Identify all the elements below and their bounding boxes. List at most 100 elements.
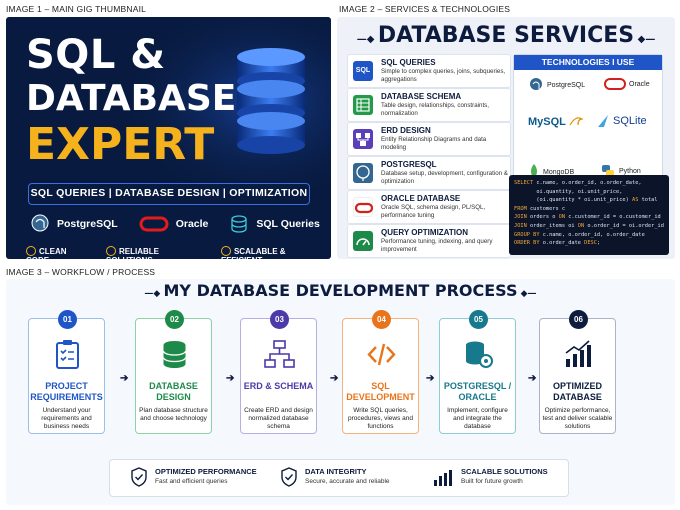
erd-icon <box>353 129 373 149</box>
title-line-1: SQL & <box>26 32 166 78</box>
sql-code-snippet: SELECT c.name, o.order_id, o.order_date,… <box>509 175 669 255</box>
service-postgresql: POSTGRESQL Database setup, development, … <box>347 156 511 190</box>
postgresql-icon <box>31 214 49 232</box>
process-step-2: 02 DATABASE DESIGN Plan database structu… <box>135 310 212 434</box>
hierarchy-icon <box>264 340 295 368</box>
shield-check-icon <box>131 467 147 487</box>
tech-item-postgresql: PostgreSQL <box>528 77 585 93</box>
code-icon <box>367 343 396 366</box>
step-desc: Implement, configure and integrate the d… <box>447 407 508 430</box>
step-title: ERD & SCHEMA <box>243 381 314 391</box>
caption-image1: IMAGE 1 – MAIN GIG THUMBNAIL <box>6 4 147 14</box>
oracle-icon <box>604 78 626 90</box>
service-erd-design: ERD DESIGN Entity Relationship Diagrams … <box>347 122 511 156</box>
services-panel: —◆ DATABASE SERVICES ◆— SQL SQL QUERIES … <box>337 17 675 259</box>
tech-row: PostgreSQL Oracle SQL Queries <box>30 214 320 234</box>
code-line: ORDER BY o.order_date DESC; <box>514 240 601 247</box>
process-panel: —◆ MY DATABASE DEVELOPMENT PROCESS ◆— 01… <box>6 279 675 505</box>
code-line: (oi.quantity * oi.unit_price) AS total <box>514 197 658 204</box>
arrow-icon: ➔ <box>120 373 129 384</box>
caption-image2: IMAGE 2 – SERVICES & TECHNOLOGIES <box>339 4 511 14</box>
arrow-icon: ➔ <box>426 373 435 384</box>
services-title: —◆ DATABASE SERVICES ◆— <box>356 23 656 48</box>
arrow-icon: ➔ <box>330 373 339 384</box>
oracle-logo-icon <box>353 197 374 217</box>
main-thumbnail: SQL & DATABASE EXPERT SQL QUERIES | DATA… <box>6 17 331 259</box>
database-gear-icon <box>466 341 493 368</box>
service-query-optimization: QUERY OPTIMIZATION Performance tuning, i… <box>347 224 511 258</box>
bar-chart-icon <box>434 470 452 486</box>
speedometer-icon <box>353 231 373 251</box>
arrow-icon: ➔ <box>226 373 235 384</box>
step-number: 05 <box>469 310 488 329</box>
tech-postgresql: PostgreSQL <box>57 218 118 230</box>
code-line: JOIN order_items oi ON o.order_id = oi.o… <box>514 222 664 229</box>
table-grid-icon <box>353 95 373 115</box>
process-title: —◆ MY DATABASE DEVELOPMENT PROCESS ◆— <box>144 281 537 300</box>
process-step-5: 05 POSTGRESQL / ORACLE Implement, config… <box>439 310 516 434</box>
step-desc: Write SQL queries, procedures, views and… <box>347 407 414 430</box>
dolphin-icon <box>569 117 583 126</box>
step-desc: Create ERD and design normalized databas… <box>244 407 313 430</box>
step-desc: Plan database structure and choose techn… <box>139 407 208 422</box>
step-number: 06 <box>569 310 588 329</box>
step-number: 04 <box>372 310 391 329</box>
feature-clean-code: CLEAN CODE <box>26 246 90 259</box>
process-step-6: 06 OPTIMIZED DATABASE Optimize performan… <box>539 310 616 434</box>
service-database-schema: DATABASE SCHEMA Table design, relationsh… <box>347 88 511 122</box>
process-step-3: 03 ERD & SCHEMA Create ERD and design no… <box>240 310 317 434</box>
step-desc: Understand your requirements and busines… <box>41 407 92 430</box>
gear-icon <box>220 246 231 256</box>
feature-reliable: RELIABLE SOLUTIONS <box>106 246 205 259</box>
step-number: 01 <box>58 310 77 329</box>
tech-item-sqlite: SQLite <box>596 113 647 129</box>
step-desc: Optimize performance, test and deliver s… <box>542 407 613 430</box>
growth-chart-icon <box>565 340 591 367</box>
code-line: FROM customers c <box>514 205 566 212</box>
code-line: JOIN orders o ON c.customer_id = o.custo… <box>514 214 661 221</box>
database-icon <box>162 341 187 368</box>
tagline: SQL QUERIES | DATABASE DESIGN | OPTIMIZA… <box>28 183 310 205</box>
database-cylinder-icon <box>237 48 305 154</box>
star-icon <box>106 246 116 256</box>
tech-item-mysql: MySQL <box>528 115 583 129</box>
step-title: PROJECT REQUIREMENTS <box>30 381 103 402</box>
code-line: oi.quantity, oi.unit_price, <box>514 188 623 195</box>
step-title: DATABASE DESIGN <box>149 381 198 402</box>
sqlite-feather-icon <box>598 115 608 127</box>
step-number: 02 <box>165 310 184 329</box>
feature-scalable: SCALABLE & EFFICIENT <box>220 246 326 259</box>
tech-sql-queries: SQL Queries <box>256 218 320 230</box>
sql-icon: SQL <box>353 61 373 81</box>
code-line: GROUP BY c.name, o.order_id, o.order_dat… <box>514 231 645 238</box>
caption-image3: IMAGE 3 – WORKFLOW / PROCESS <box>6 267 156 277</box>
service-oracle: ORACLE DATABASE Oracle SQL, schema desig… <box>347 190 511 224</box>
arrow-icon: ➔ <box>528 373 537 384</box>
postgresql-icon <box>530 78 542 90</box>
step-number: 03 <box>270 310 289 329</box>
process-step-4: 04 SQL DEVELOPMENT Write SQL queries, pr… <box>342 310 419 434</box>
technologies-box: TECHNOLOGIES I USE PostgreSQL Oracle MyS… <box>513 54 663 197</box>
tech-oracle: Oracle <box>175 218 209 230</box>
step-title: OPTIMIZED DATABASE <box>553 381 602 402</box>
process-step-1: 01 PROJECT REQUIREMENTS Understand your … <box>28 310 105 434</box>
clipboard-icon <box>56 340 79 369</box>
title-line-3: EXPERT <box>26 119 215 170</box>
oracle-icon <box>139 216 169 232</box>
technologies-title: TECHNOLOGIES I USE <box>514 55 662 70</box>
postgresql-elephant-icon <box>353 163 373 183</box>
title-line-2: DATABASE <box>26 78 237 119</box>
code-line: SELECT c.name, o.order_id, o.order_date, <box>514 180 642 186</box>
shield-check-icon <box>281 467 297 487</box>
step-title: POSTGRESQL / ORACLE <box>443 381 512 402</box>
sql-database-icon <box>231 215 248 233</box>
step-title: SQL DEVELOPMENT <box>346 381 415 402</box>
feature-row: CLEAN CODE RELIABLE SOLUTIONS SCALABLE &… <box>26 246 326 259</box>
check-shield-icon <box>26 246 36 256</box>
service-sql-queries: SQL SQL QUERIES Simple to complex querie… <box>347 54 511 88</box>
tech-item-oracle: Oracle <box>604 77 650 91</box>
